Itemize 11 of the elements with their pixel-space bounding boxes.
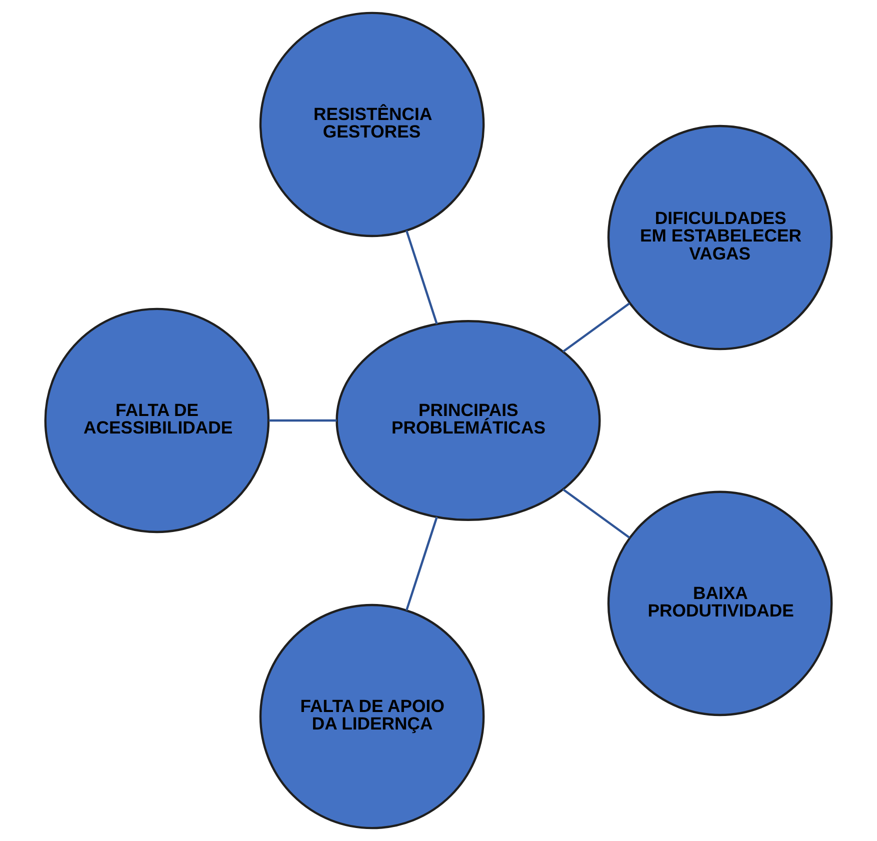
node-ellipse: PRINCIPAIS PROBLEMÁTICAS: [336, 320, 601, 521]
node-circle: FALTA DE APOIO DA LIDERNÇA: [259, 604, 485, 830]
connector: [268, 419, 337, 422]
node-circle: FALTA DE ACESSIBILIDADE: [44, 308, 270, 534]
connector: [562, 488, 630, 539]
node-circle: DIFICULDADES EM ESTABELECER VAGAS: [607, 124, 833, 350]
connector: [562, 302, 630, 352]
connector: [405, 516, 438, 611]
node-circle: BAIXA PRODUTIVIDADE: [607, 490, 833, 716]
node-circle: RESISTÊNCIA GESTORES: [259, 12, 485, 238]
connector: [405, 230, 438, 324]
